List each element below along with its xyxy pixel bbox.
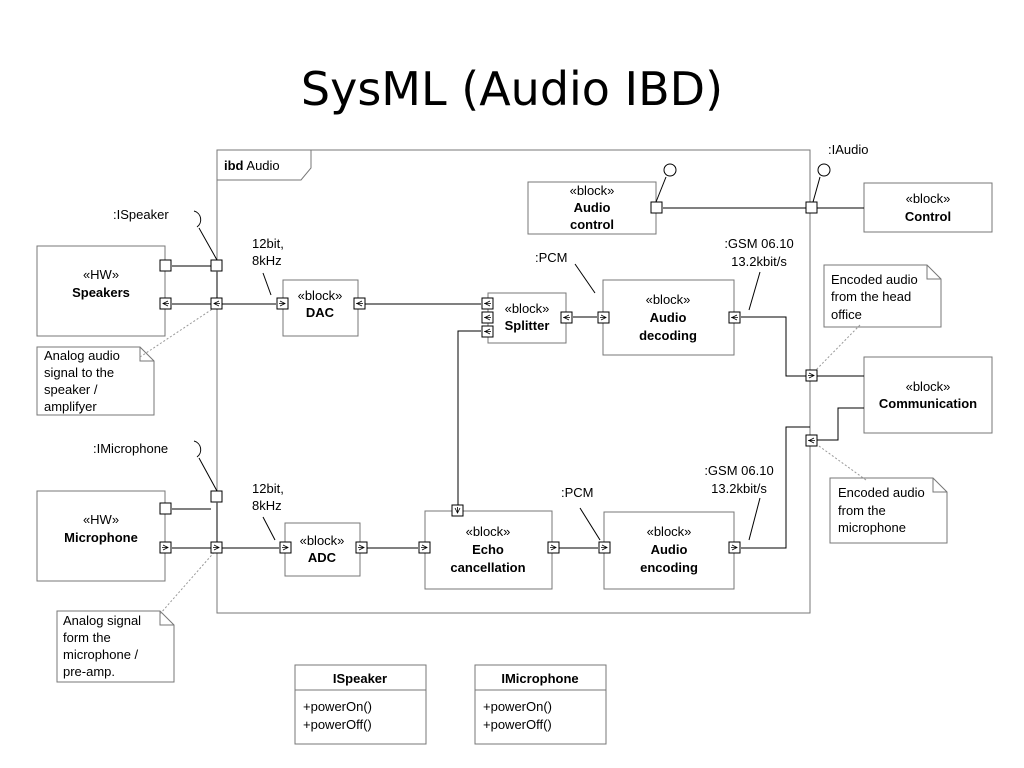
communication-block[interactable] xyxy=(863,356,993,434)
dac-rate-1: 12bit, xyxy=(252,236,284,251)
ispeaker-interface-name: ISpeaker xyxy=(333,671,387,686)
speakers-name: Speakers xyxy=(72,285,130,300)
note-encoded-mic xyxy=(829,477,948,544)
speakers-stereotype: «HW» xyxy=(83,267,119,282)
note-encoded-head xyxy=(823,264,942,328)
gsm-bottom-1: :GSM 06.10 xyxy=(704,463,773,478)
control-stereotype: «block» xyxy=(906,191,951,206)
frame-name: Audio xyxy=(246,158,279,173)
iaudio-label: :IAudio xyxy=(828,142,868,157)
imicrophone-interface-name: IMicrophone xyxy=(501,671,578,686)
note-encoded-head-1: Encoded audio xyxy=(831,272,918,287)
imicrophone-interface-box[interactable] xyxy=(474,664,607,745)
note-analog-speaker-1: Analog audio xyxy=(44,348,120,363)
adc-stereotype: «block» xyxy=(300,533,345,548)
pcm-top-label: :PCM xyxy=(535,250,568,265)
adc-name: ADC xyxy=(308,550,337,565)
audio-decoding-name-1: Audio xyxy=(650,310,687,325)
note-analog-mic-4: pre-amp. xyxy=(63,664,115,679)
imicrophone-op-1: +powerOn() xyxy=(483,699,552,714)
gsm-top-2: 13.2kbit/s xyxy=(731,254,787,269)
note-analog-mic xyxy=(56,610,175,683)
audio-encoding-stereotype: «block» xyxy=(647,524,692,539)
gsm-bottom-2: 13.2kbit/s xyxy=(711,481,767,496)
echo-name-1: Echo xyxy=(472,542,504,557)
microphone-name: Microphone xyxy=(64,530,138,545)
svg-text:ibd Audio: ibd Audio xyxy=(224,158,280,173)
frame-tab xyxy=(217,149,312,181)
note-analog-speaker-2: signal to the xyxy=(44,365,114,380)
ispeaker-label: :ISpeaker xyxy=(113,207,169,222)
audio-control-name-1: Audio xyxy=(574,200,611,215)
splitter-name: Splitter xyxy=(505,318,550,333)
pcm-bottom-label: :PCM xyxy=(561,485,594,500)
note-analog-mic-2: form the xyxy=(63,630,111,645)
note-analog-speaker-3: speaker / xyxy=(44,382,98,397)
note-encoded-mic-1: Encoded audio xyxy=(838,485,925,500)
imicrophone-op-2: +powerOff() xyxy=(483,717,552,732)
echo-name-2: cancellation xyxy=(450,560,525,575)
dac-stereotype: «block» xyxy=(298,288,343,303)
ispeaker-interface-box[interactable] xyxy=(294,664,427,745)
echo-stereotype: «block» xyxy=(466,524,511,539)
note-analog-mic-1: Analog signal xyxy=(63,613,141,628)
note-analog-speaker-4: amplifyer xyxy=(44,399,97,414)
ispeaker-op-1: +powerOn() xyxy=(303,699,372,714)
adc-rate-2: 8kHz xyxy=(252,498,282,513)
note-encoded-mic-2: from the xyxy=(838,503,886,518)
page-title: SysML (Audio IBD) xyxy=(300,62,724,116)
note-analog-speaker xyxy=(36,346,155,416)
communication-stereotype: «block» xyxy=(906,379,951,394)
splitter-stereotype: «block» xyxy=(505,301,550,316)
dac-rate-2: 8kHz xyxy=(252,253,282,268)
note-encoded-mic-3: microphone xyxy=(838,520,906,535)
control-name: Control xyxy=(905,209,951,224)
speakers-block[interactable] xyxy=(36,245,166,337)
imicrophone-label: :IMicrophone xyxy=(93,441,168,456)
audio-decoding-stereotype: «block» xyxy=(646,292,691,307)
gsm-top-1: :GSM 06.10 xyxy=(724,236,793,251)
adc-rate-1: 12bit, xyxy=(252,481,284,496)
note-encoded-head-3: office xyxy=(831,307,862,322)
frame-kind: ibd xyxy=(224,158,244,173)
audio-encoding-name-1: Audio xyxy=(651,542,688,557)
audio-control-stereotype: «block» xyxy=(570,183,615,198)
ispeaker-op-2: +powerOff() xyxy=(303,717,372,732)
microphone-stereotype: «HW» xyxy=(83,512,119,527)
note-encoded-head-2: from the head xyxy=(831,289,911,304)
dac-name: DAC xyxy=(306,305,335,320)
communication-name: Communication xyxy=(879,396,977,411)
audio-decoding-name-2: decoding xyxy=(639,328,697,343)
note-analog-mic-3: microphone / xyxy=(63,647,139,662)
microphone-block[interactable] xyxy=(36,490,166,582)
audio-control-name-2: control xyxy=(570,217,614,232)
audio-encoding-name-2: encoding xyxy=(640,560,698,575)
